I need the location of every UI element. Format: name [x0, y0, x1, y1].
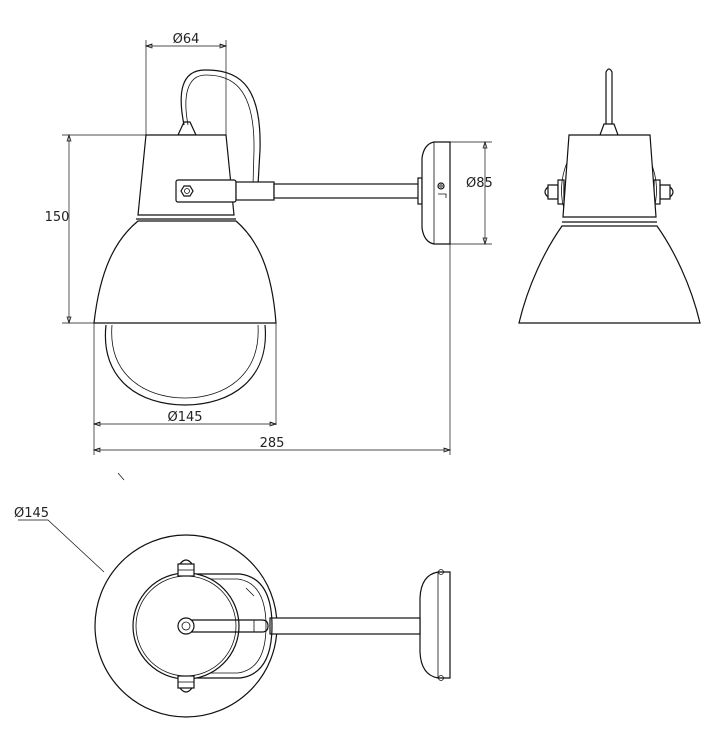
label-plate-diameter: Ø85: [466, 176, 493, 191]
label-height: 150: [45, 210, 70, 225]
bottom-arm: [269, 617, 421, 635]
front-cap: [562, 134, 657, 218]
bottom-bolt-bottom: [177, 675, 195, 693]
label-total-length: 285: [260, 436, 285, 451]
front-cable: [605, 68, 613, 124]
front-view: [518, 68, 701, 324]
side-cap: [137, 134, 235, 216]
front-bolt-right: [653, 179, 674, 205]
label-shade-diameter: Ø145: [167, 410, 202, 425]
side-arm: [273, 183, 421, 199]
bottom-rod: [186, 619, 269, 633]
bottom-view: [94, 534, 451, 718]
label-cap-diameter: Ø64: [173, 32, 200, 47]
side-bulb: [104, 324, 266, 406]
side-cable-gland: [177, 121, 197, 136]
side-screw: [437, 182, 445, 190]
dimension-lines: [18, 40, 492, 573]
front-shade: [518, 225, 701, 324]
hex-nut: [180, 185, 194, 197]
label-bottom-shade-diameter: Ø145: [14, 506, 49, 521]
side-view: [93, 69, 451, 406]
front-bolt-left: [544, 179, 565, 205]
bottom-bracket: [184, 573, 273, 679]
side-bracket: [175, 179, 237, 203]
side-cable: [180, 69, 261, 186]
side-wall-plate: [421, 141, 451, 245]
bottom-bolt-top: [177, 559, 195, 577]
bottom-wall-plate: [419, 571, 451, 679]
side-shade: [93, 220, 277, 324]
